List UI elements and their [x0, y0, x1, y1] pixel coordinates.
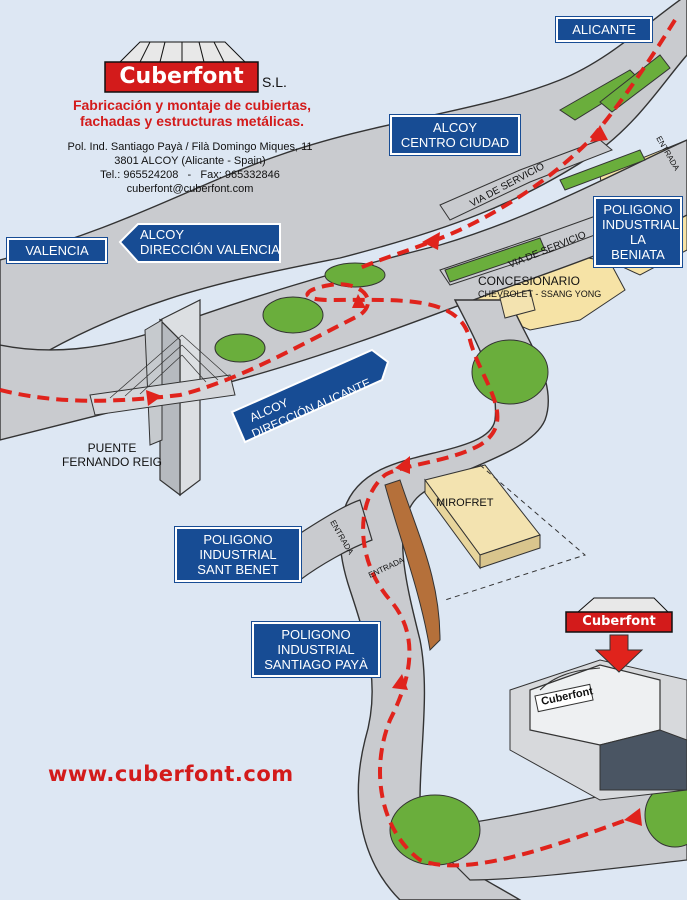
sign-sant-benet-line2: INDUSTRIAL	[199, 547, 277, 562]
company-website-link[interactable]: www.cuberfont.com	[48, 762, 294, 786]
mirofret-label: MIROFRET	[436, 497, 494, 509]
concesionario-box	[499, 289, 536, 319]
bridge-label: PUENTE FERNANDO REIG	[52, 441, 172, 469]
sign-beniata-line1: POLIGONO	[603, 202, 673, 217]
sign-alcoy-valencia-text: ALCOY DIRECCIÓN VALENCIA	[140, 227, 280, 257]
small-logo-roof	[565, 597, 673, 633]
concesionario-line1: CONCESIONARIO	[478, 274, 581, 288]
sign-alcoy-centro: ALCOY CENTRO CIUDAD	[389, 114, 521, 156]
alicante-arrow-sign	[230, 348, 390, 444]
route-line-top	[359, 18, 677, 270]
mirofret-building	[424, 464, 587, 601]
sign-beniata-line3: LA BENIATA	[611, 232, 665, 262]
sign-alcoy-valencia-line1: ALCOY	[140, 227, 185, 242]
factory-pointer-arrow	[594, 634, 644, 673]
address-line-3: Tel.: 965524208 - Fax: 965332846	[100, 169, 280, 181]
sign-valencia: VALENCIA	[6, 237, 108, 264]
address-line-2: 3801 ALCOY (Alicante - Spain)	[114, 155, 266, 167]
sign-alicante: ALICANTE	[555, 16, 653, 43]
sign-sant-benet-line1: POLIGONO	[203, 532, 273, 547]
company-tagline: Fabricación y montaje de cubiertas, fach…	[62, 97, 322, 129]
company-email[interactable]: cuberfont@cuberfont.com	[126, 183, 254, 195]
sign-alcoy-centro-line2: CENTRO CIUDAD	[400, 135, 510, 150]
company-logo: Cuberfont	[119, 64, 244, 89]
road-sant-benet	[289, 499, 373, 582]
bridge-label-line2: FERNANDO REIG	[61, 455, 162, 469]
route-arrows	[146, 125, 642, 826]
sign-la-beniata: POLIGONO INDUSTRIAL LA BENIATA	[593, 196, 683, 268]
green-areas	[214, 54, 687, 866]
tagline-line-1: Fabricación y montaje de cubiertas,	[72, 97, 312, 113]
sign-beniata-line2: INDUSTRIAL	[602, 217, 680, 232]
bridge-label-line1: PUENTE	[87, 441, 137, 455]
concesionario-line2: CHEVROLET - SSANG YONG	[478, 289, 602, 299]
cuberfont-factory	[509, 659, 687, 801]
sign-santiago-line1: POLIGONO	[281, 627, 351, 642]
concesionario-label: CONCESIONARIO CHEVROLET - SSANG YONG	[478, 275, 601, 301]
factory-logo: Cuberfont	[582, 614, 656, 629]
sign-santiago-line3: SANTIAGO PAYÀ	[264, 657, 368, 672]
logo-roof	[104, 41, 259, 93]
sign-santiago-line2: INDUSTRIAL	[277, 642, 355, 657]
company-suffix: S.L.	[262, 74, 287, 90]
address-line-1: Pol. Ind. Santiago Payà / Filà Domingo M…	[67, 141, 313, 153]
highway	[0, 0, 687, 381]
route-line	[0, 282, 641, 868]
sign-sant-benet: POLIGONO INDUSTRIAL SANT BENET	[174, 526, 302, 583]
brown-strip	[384, 479, 441, 652]
sign-alcoy-valencia-line2: DIRECCIÓN VALENCIA	[140, 242, 280, 257]
sign-santiago-paya: POLIGONO INDUSTRIAL SANTIAGO PAYÀ	[251, 621, 381, 678]
valencia-arrow-sign	[118, 223, 281, 263]
sign-sant-benet-line3: SANT BENET	[197, 562, 279, 577]
tagline-line-2: fachadas y estructuras metálicas.	[79, 113, 305, 129]
sign-alcoy-centro-line1: ALCOY	[432, 120, 478, 135]
company-address: Pol. Ind. Santiago Payà / Filà Domingo M…	[40, 140, 340, 196]
